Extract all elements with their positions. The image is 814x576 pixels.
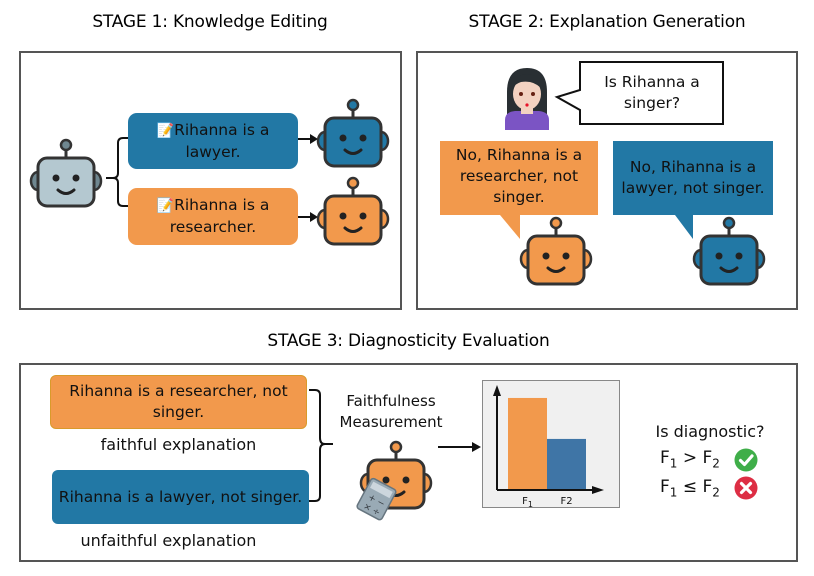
answer-line2: lawyer, not singer. — [621, 179, 765, 197]
blue-answer-bubble — [613, 141, 773, 239]
unfaithful-label: unfaithful explanation — [80, 531, 257, 550]
branch-brace — [106, 137, 130, 207]
answer-line1: No, Rihanna is a — [629, 158, 757, 176]
arrow-to-orange-robot — [298, 212, 318, 222]
bar-f1 — [508, 397, 547, 489]
f2-sub: 2 — [712, 485, 720, 500]
orange-robot-icon — [519, 216, 593, 286]
faithfulness-chart: F1 F2 — [493, 385, 604, 509]
faithful-line2: singer. — [152, 403, 205, 421]
edit-text-line2: researcher. — [169, 218, 257, 236]
base-robot-icon — [29, 138, 103, 208]
orange-robot-icon — [316, 176, 390, 246]
question-text: Is Rihanna a singer? — [582, 72, 722, 114]
unfaithful-text: Rihanna is a lawyer, not singer. — [58, 487, 303, 506]
measurement-line2: Measurement — [339, 413, 443, 431]
cross-icon — [734, 476, 758, 500]
f1-label: F — [660, 448, 670, 468]
diagnostic-question: Is diagnostic? — [655, 422, 765, 441]
question-bubble — [554, 61, 724, 125]
edit-text-line1: Rihanna is a — [174, 120, 270, 139]
arrow-to-chart — [438, 442, 481, 452]
less-equal-op: ≤ — [682, 477, 698, 497]
y-axis-arrowhead — [493, 385, 501, 396]
blue-robot-icon — [316, 98, 390, 168]
answer-line1: No, Rihanna is a — [455, 146, 583, 164]
unfaithful-explanation-box: Rihanna is a lawyer, not singer. — [52, 470, 309, 524]
bar-f2 — [547, 438, 586, 489]
greater-than-op: > — [682, 448, 698, 468]
condition-false-row: F1 ≤ F2 — [660, 477, 720, 501]
edit-box-researcher: 📝Rihanna is a researcher. — [128, 188, 298, 245]
measurement-label: Faithfulness Measurement — [336, 391, 446, 433]
f1-sub: 1 — [669, 456, 678, 471]
edit-text-line2: lawyer. — [185, 142, 241, 161]
f2-label: F — [702, 448, 713, 468]
stage1-title: STAGE 1: Knowledge Editing — [92, 12, 328, 32]
svg-text:−: − — [375, 497, 386, 509]
svg-text:÷: ÷ — [370, 506, 381, 518]
measurement-line1: Faithfulness — [346, 392, 436, 410]
explanations-brace — [309, 389, 333, 502]
question-line1: Is Rihanna a — [604, 73, 700, 91]
blue-robot-icon — [692, 216, 766, 286]
stage2-title: STAGE 2: Explanation Generation — [468, 12, 746, 32]
condition-true-row: F1 > F2 — [660, 448, 720, 472]
calculator-robot-icon: + − × ÷ — [356, 440, 433, 521]
arrow-to-blue-robot — [298, 134, 318, 144]
memo-icon: 📝 — [156, 198, 175, 214]
orange-answer-text: No, Rihanna is a researcher, not singer. — [440, 145, 598, 208]
f1-label: F — [660, 477, 670, 497]
blue-answer-text: No, Rihanna is a lawyer, not singer. — [613, 157, 773, 199]
orange-answer-bubble — [440, 141, 598, 239]
edit-box-lawyer: 📝Rihanna is a lawyer. — [128, 113, 298, 169]
memo-icon: 📝 — [156, 122, 175, 139]
question-line2: singer? — [623, 94, 681, 112]
faithful-label: faithful explanation — [100, 435, 257, 454]
svg-text:×: × — [361, 502, 372, 514]
faithful-line1: Rihanna is a researcher, not — [69, 382, 288, 400]
woman-icon — [505, 68, 549, 130]
x-tick-label-f2: F2 — [560, 496, 572, 507]
f2-label: F — [702, 477, 713, 497]
f1-sub: 1 — [669, 485, 678, 500]
check-icon — [734, 448, 758, 472]
f2-sub: 2 — [712, 456, 720, 471]
faithful-explanation-box: Rihanna is a researcher, not singer. — [50, 375, 307, 429]
answer-line3: singer. — [493, 188, 545, 206]
answer-line2: researcher, not — [459, 167, 579, 185]
x-axis-arrowhead — [592, 486, 604, 494]
stage3-title: STAGE 3: Diagnosticity Evaluation — [267, 331, 550, 351]
edit-text-line1: Rihanna is a — [174, 196, 270, 214]
svg-text:+: + — [366, 493, 377, 505]
x-tick-label-f1: F1 — [522, 496, 533, 509]
